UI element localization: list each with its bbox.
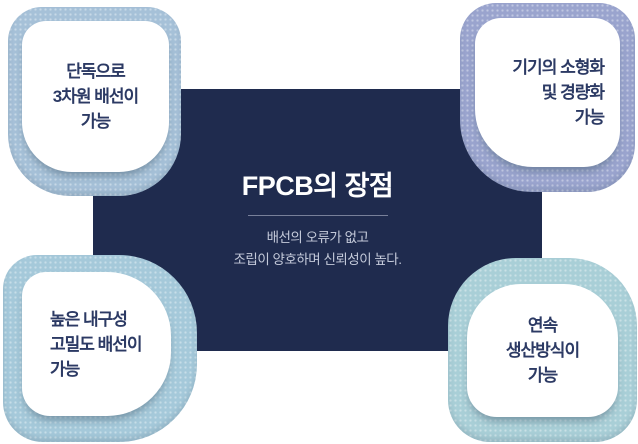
- title-divider: [247, 214, 388, 216]
- bubble-bottom-right-line-3: 가능: [527, 366, 558, 385]
- bubble-bottom-right-line-1: 연속: [527, 316, 558, 335]
- bubble-bottom-right-body: 연속 생산방식이 가능: [467, 284, 618, 417]
- bubble-top-right-label: 기기의 소형화 및 경량화 가능: [475, 55, 620, 130]
- bubble-bottom-left-line-2: 고밀도 배선이: [50, 334, 143, 354]
- diagram-title: FPCB의 장점: [241, 170, 394, 201]
- bubble-top-left-line-1: 단독으로: [66, 62, 126, 81]
- bubble-top-right-body: 기기의 소형화 및 경량화 가능: [475, 18, 620, 167]
- bubble-bottom-left: 높은 내구성 고밀도 배선이 가능: [3, 255, 197, 442]
- bubble-bottom-left-line-3: 가능: [50, 359, 80, 379]
- bubble-top-left-line-3: 가능: [80, 112, 111, 131]
- bubble-bottom-left-line-1: 높은 내구성: [50, 309, 128, 329]
- bubble-top-left: 단독으로 3차원 배선이 가능: [8, 7, 181, 196]
- bubble-bottom-right-label: 연속 생산방식이 가능: [467, 313, 618, 388]
- bubble-top-right-line-1: 기기의 소형화: [512, 58, 605, 77]
- bubble-top-left-label: 단독으로 3차원 배선이 가능: [22, 59, 169, 134]
- bubble-bottom-left-body: 높은 내구성 고밀도 배선이 가능: [22, 272, 171, 416]
- bubble-bottom-right-line-2: 생산방식이: [505, 341, 580, 360]
- bubble-top-right: 기기의 소형화 및 경량화 가능: [460, 3, 635, 192]
- bubble-top-right-line-2: 및 경량화: [541, 83, 605, 102]
- bubble-bottom-right: 연속 생산방식이 가능: [448, 258, 637, 442]
- bubble-bottom-left-label: 높은 내구성 고밀도 배선이 가능: [22, 307, 171, 382]
- bubble-top-left-body: 단독으로 3차원 배선이 가능: [22, 21, 169, 172]
- bubble-top-left-line-2: 3차원 배선이: [52, 87, 139, 106]
- subtitle-line-1: 배선의 오류가 없고: [266, 229, 369, 245]
- bubble-top-right-line-3: 가능: [574, 108, 605, 127]
- diagram-subtitle: 배선의 오류가 없고 조립이 양호하며 신뢰성이 높다.: [234, 227, 402, 271]
- subtitle-line-2: 조립이 양호하며 신뢰성이 높다.: [233, 251, 402, 267]
